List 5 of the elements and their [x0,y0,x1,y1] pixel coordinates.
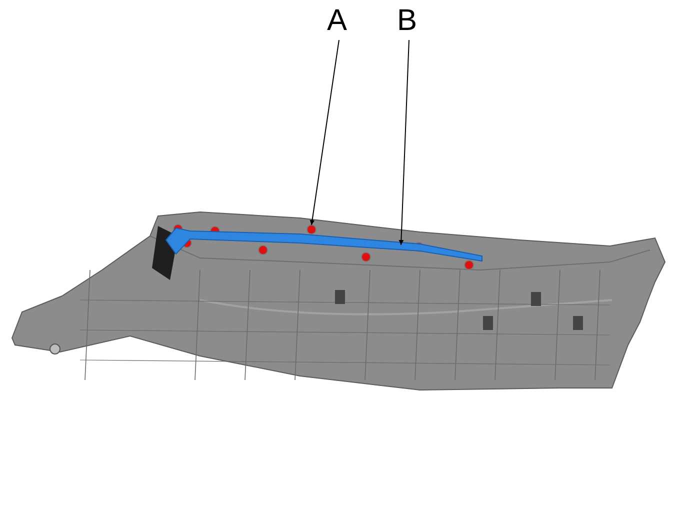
leader-line [398,40,410,246]
callout-letter: B [397,6,418,36]
leader-line [310,40,340,226]
callout-letter: A [327,6,348,36]
trim-strip [165,227,482,262]
